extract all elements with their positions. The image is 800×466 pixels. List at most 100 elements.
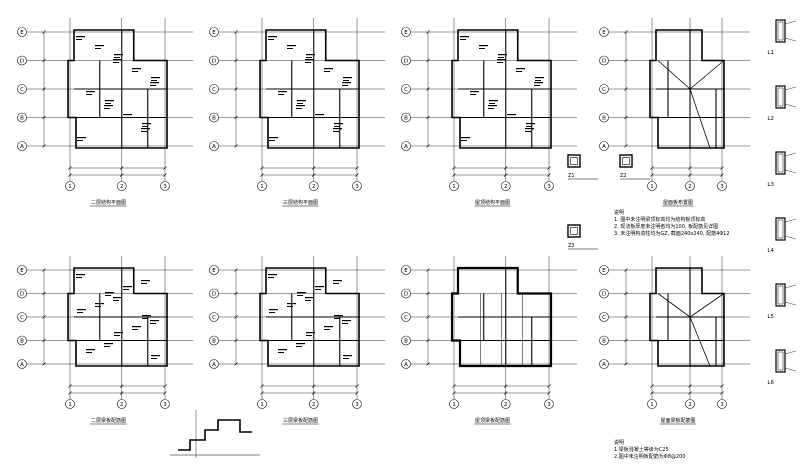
dimension-tick <box>624 115 628 120</box>
rebar-note-mark <box>324 71 330 72</box>
grid-label-A: A <box>602 144 606 150</box>
rebar-note-mark <box>141 283 147 284</box>
grid-bubble-D <box>17 55 27 66</box>
panel-title: 三层结构平面图 <box>283 199 318 206</box>
grid-label-3: 3 <box>547 184 551 190</box>
grid-bubble-E <box>17 27 27 37</box>
dimension-tick <box>234 58 238 63</box>
column-stirrup <box>622 157 630 165</box>
rebar-note-mark <box>142 126 148 127</box>
rebar-note-mark <box>306 332 315 334</box>
column-section-Z2: Z2 <box>619 154 650 180</box>
rebar-note-mark <box>305 62 311 63</box>
rebar-note-mark <box>278 91 287 93</box>
building-outline <box>451 29 552 149</box>
grid-label-D: D <box>20 292 24 298</box>
dimension-tick <box>42 315 46 319</box>
rebar-note-mark <box>333 131 339 132</box>
beam-leader <box>784 301 797 306</box>
rebar-note-mark <box>132 326 141 328</box>
notes-mid-heading: 说明 <box>614 210 625 216</box>
rebar-note-mark <box>306 57 312 58</box>
rebar-note-mark <box>150 82 159 84</box>
beam-leader <box>784 86 797 91</box>
rebar-note-mark <box>113 300 119 301</box>
grid-bubble-1 <box>257 399 267 409</box>
grid-bubble-3 <box>717 181 727 191</box>
beam-outline <box>775 283 786 307</box>
beam-outline <box>775 349 786 373</box>
dimension-tick <box>312 384 316 388</box>
rebar-note-mark <box>488 105 497 107</box>
rebar-note-mark <box>306 54 315 56</box>
rebar-note-mark <box>268 277 274 278</box>
grid-label-C: C <box>602 315 606 321</box>
rebar-note-mark <box>334 123 343 125</box>
rebar-note-mark <box>333 280 342 282</box>
grid-label-D: D <box>602 292 606 298</box>
dimension-tick <box>452 173 456 177</box>
beam-leader <box>784 284 797 289</box>
rebar-note-mark <box>516 68 525 70</box>
rebar-note-mark <box>132 329 138 330</box>
rebar-note-mark <box>479 48 485 49</box>
dimension-tick <box>504 384 508 388</box>
rebar-note-mark <box>343 358 349 359</box>
grid-bubble-E <box>599 265 609 275</box>
dimension-tick <box>504 391 508 395</box>
dimension-tick <box>42 338 46 343</box>
grid-label-B: B <box>212 116 216 122</box>
dimension-tick <box>547 166 551 170</box>
beam-section-L2: L2 <box>767 85 797 122</box>
rebar-note-mark <box>342 323 348 324</box>
grid-label-3: 3 <box>547 402 551 408</box>
dimension-tick <box>312 166 316 170</box>
rebar-note-mark <box>77 137 86 139</box>
rebar-note-mark <box>141 131 147 132</box>
rebar-note-mark <box>343 77 352 79</box>
rebar-note-mark <box>268 36 277 38</box>
rebar-note-mark <box>76 277 82 278</box>
roof-ridge-line <box>689 316 711 367</box>
rebar-note-mark <box>104 346 110 347</box>
rebar-note-mark <box>105 295 111 296</box>
column-outline <box>567 154 581 168</box>
beam-stirrup <box>777 285 784 305</box>
rebar-note-mark <box>113 62 119 63</box>
grid-bubble-C <box>599 84 609 94</box>
grid-label-2: 2 <box>312 402 316 408</box>
grid-bubble-1 <box>257 181 267 191</box>
grid-label-D: D <box>602 59 606 65</box>
dimension-tick <box>42 268 46 272</box>
grid-label-2: 2 <box>120 184 124 190</box>
dimension-tick <box>120 166 124 170</box>
dimension-tick <box>688 384 692 388</box>
building-outline <box>649 267 725 367</box>
rebar-note-mark <box>525 131 531 132</box>
rebar-note-mark <box>334 318 340 319</box>
dimension-tick <box>234 362 238 366</box>
building-outline <box>259 267 360 367</box>
grid-label-3: 3 <box>163 402 167 408</box>
notes-mid-line-2: 2. 现浇板厚度未注明者均为100, 板配筋见详图 <box>614 224 719 230</box>
grid-bubble-E <box>209 27 219 37</box>
grid-bubble-B <box>17 335 27 346</box>
rebar-note-mark <box>278 352 284 353</box>
rebar-note-mark <box>343 355 352 357</box>
grid-bubble-E <box>401 265 411 275</box>
rebar-note-mark <box>297 292 306 294</box>
dimension-tick <box>355 173 359 177</box>
grid-bubble-A <box>17 141 27 151</box>
dimension-tick <box>163 166 167 170</box>
grid-bubble-B <box>599 335 609 346</box>
beam-leader <box>784 20 797 25</box>
grid-label-C: C <box>212 315 216 321</box>
grid-label-C: C <box>602 87 606 93</box>
grid-label-2: 2 <box>688 402 692 408</box>
rebar-note-mark <box>95 306 101 307</box>
rebar-note-mark <box>535 80 541 81</box>
rebar-note-mark <box>86 352 92 353</box>
grid-bubble-D <box>209 288 219 299</box>
